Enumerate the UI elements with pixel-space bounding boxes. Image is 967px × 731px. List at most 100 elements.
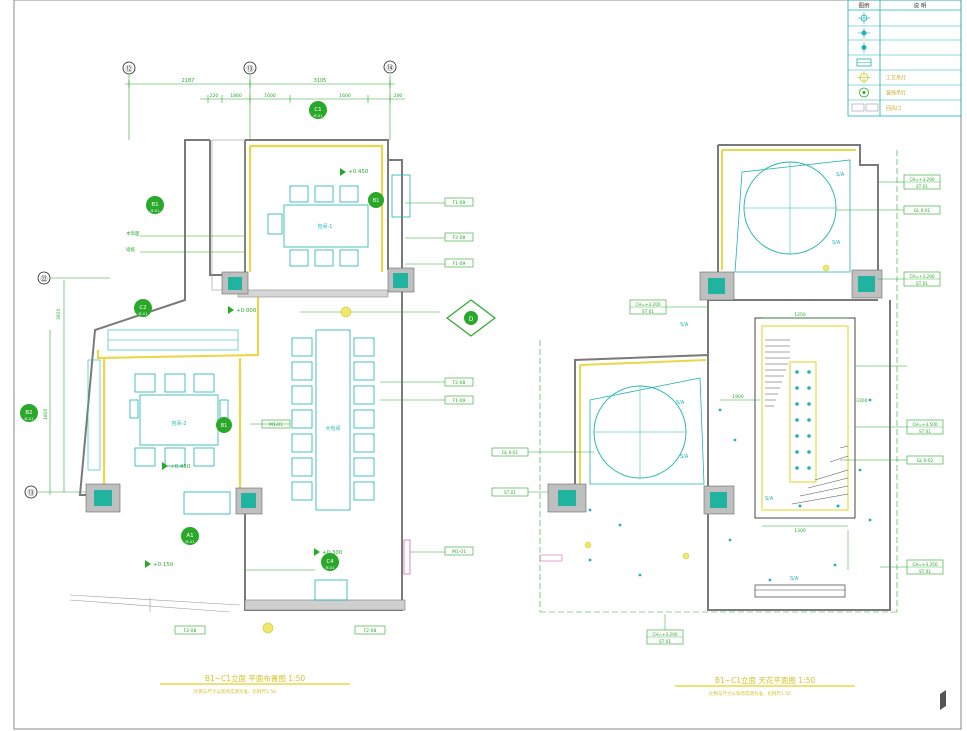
ceiling-vent-1 bbox=[584, 541, 592, 549]
svg-text:CH=+3.200: CH=+3.200 bbox=[909, 274, 934, 279]
ceiling-height-tag-3: CH=+3.200 ST 01 bbox=[629, 299, 667, 315]
sa-label-4: S/A bbox=[676, 400, 685, 406]
svg-text:IE-01: IE-01 bbox=[139, 312, 148, 316]
ceiling-panel-inner bbox=[761, 325, 849, 511]
ref-box-1: F1-09 bbox=[444, 197, 474, 207]
svg-text:GL 0-01: GL 0-01 bbox=[914, 208, 931, 213]
dim-2187: 2187 bbox=[182, 78, 195, 84]
ceiling-height-tag-6: CH=+3.200 ST 01 bbox=[646, 629, 684, 645]
axis-bubble-12: ⑫ bbox=[122, 61, 136, 140]
ceiling-ref-tag-2: GL 0-02 bbox=[906, 455, 944, 465]
ref-box-3: F1-09 bbox=[444, 258, 474, 268]
ceiling-dim-3: 1300 bbox=[794, 528, 806, 534]
svg-text:+0.000: +0.000 bbox=[236, 308, 257, 314]
vent-symbol-left bbox=[262, 622, 274, 634]
external-steps bbox=[69, 594, 241, 613]
sa-label-3: S/A bbox=[680, 322, 689, 328]
ref-box-8: F2-08 bbox=[354, 625, 386, 635]
svg-text:F1-09: F1-09 bbox=[453, 398, 466, 404]
dim-1860: 1860 bbox=[230, 93, 242, 99]
vent-icon bbox=[851, 103, 879, 112]
wall-band-upper bbox=[211, 139, 246, 291]
svg-text:CH=+3.350: CH=+3.350 bbox=[912, 562, 937, 567]
room-3-label: 大包间 bbox=[325, 425, 340, 432]
svg-text:⑬: ⑬ bbox=[28, 489, 35, 497]
dim-200: 200 bbox=[394, 93, 403, 99]
view-tag-c1: C1 IE-01 bbox=[309, 101, 327, 119]
svg-text:C4: C4 bbox=[326, 559, 334, 565]
svg-text:B1: B1 bbox=[221, 423, 228, 429]
view-tag-a1: A1 IE-01 bbox=[181, 527, 199, 545]
top-dimension-chain bbox=[125, 80, 405, 103]
sa-label-2: S/A bbox=[832, 240, 841, 246]
svg-text:B2: B2 bbox=[25, 410, 32, 416]
dim-3105: 3105 bbox=[314, 78, 327, 84]
spot-light-icon bbox=[858, 28, 870, 38]
right-ceiling-plan: S/A S/A S/A S/A S/A S/A S/A 1250 1900 13… bbox=[491, 144, 944, 697]
elevation-marker-4: +0.150 bbox=[145, 560, 174, 568]
svg-text:IE-01: IE-01 bbox=[314, 114, 323, 118]
sa-label-5: S/A bbox=[680, 454, 689, 460]
svg-text:+0.450: +0.450 bbox=[348, 169, 369, 175]
decor-light-icon bbox=[859, 87, 869, 98]
ref-box-7: F2-08 bbox=[174, 625, 206, 635]
note-wood: 木饰面 bbox=[126, 230, 140, 237]
lower-cabinet bbox=[183, 491, 231, 515]
elevation-marker-2: +0.000 bbox=[228, 306, 257, 314]
svg-text:ST 01: ST 01 bbox=[916, 281, 928, 286]
svg-text:㉒: ㉒ bbox=[41, 275, 48, 283]
ceiling-ref-tag-4: ST 01 bbox=[491, 487, 529, 497]
ceiling-hatch bbox=[765, 339, 849, 505]
axis-bubble-left-bottom: ⑬ bbox=[24, 485, 95, 499]
sa-label-6: S/A bbox=[765, 496, 774, 502]
corridor-seating bbox=[87, 329, 239, 471]
svg-text:F1-09: F1-09 bbox=[453, 261, 466, 267]
entry-mat bbox=[314, 579, 348, 601]
ref-box-5: F1-09 bbox=[444, 395, 474, 405]
dim-220: 220 bbox=[210, 93, 219, 99]
dining-table-1 bbox=[267, 185, 369, 267]
sa-label-1: S/A bbox=[836, 172, 845, 178]
svg-text:F2-08: F2-08 bbox=[453, 380, 466, 386]
svg-text:+0.300: +0.300 bbox=[322, 550, 343, 556]
svg-text:ST 01: ST 01 bbox=[642, 309, 654, 314]
ceiling-dim-4: 3300 bbox=[856, 398, 868, 404]
legend-row-6-text: 装饰吊灯 bbox=[886, 90, 906, 97]
svg-text:F2-08: F2-08 bbox=[364, 628, 377, 634]
svg-text:IE-01: IE-01 bbox=[326, 566, 335, 570]
svg-text:GL 0-02: GL 0-02 bbox=[917, 458, 934, 463]
svg-text:ST 01: ST 01 bbox=[504, 490, 516, 495]
left-plan-title: B1~C1立面 平面布置图 1:50 bbox=[205, 673, 306, 683]
view-tag-c4: C4 IE-01 bbox=[321, 553, 339, 571]
chandelier-icon bbox=[857, 71, 871, 84]
legend-header-icon: 图例 bbox=[858, 2, 870, 10]
svg-text:CH=+3.200: CH=+3.200 bbox=[652, 632, 677, 637]
elevation-marker-3: +0.450 bbox=[162, 462, 191, 470]
svg-text:⑬: ⑬ bbox=[247, 65, 254, 73]
leaders bbox=[140, 202, 445, 571]
svg-text:IE-01: IE-01 bbox=[25, 417, 34, 421]
ceiling-height-tag-1: CH=+3.200 ST 01 bbox=[903, 174, 941, 190]
corridor-band bbox=[237, 289, 389, 298]
left-dimension bbox=[49, 280, 65, 495]
svg-text:CH=+3.200: CH=+3.200 bbox=[635, 302, 660, 307]
left-plan-subtitle: 比例与尺寸以现场实测为准，比例尺1:50 bbox=[194, 688, 276, 695]
down-light-icon bbox=[861, 42, 867, 53]
ceiling-panel-long bbox=[754, 317, 856, 519]
dining-table-3 bbox=[291, 329, 375, 511]
ceiling-height-tag-2: CH=+3.200 ST 01 bbox=[903, 271, 941, 287]
view-tag-diamond: D bbox=[446, 299, 496, 337]
dim-1600a: 1600 bbox=[264, 93, 276, 99]
dashed-boundaries bbox=[539, 150, 900, 613]
legend-row-5-text: 工艺吊灯 bbox=[886, 75, 906, 82]
ceiling-panel-upper bbox=[734, 159, 851, 273]
svg-text:C2: C2 bbox=[139, 305, 146, 311]
north-arrow-icon bbox=[940, 690, 946, 710]
svg-text:⑫: ⑫ bbox=[126, 65, 133, 73]
svg-text:+0.450: +0.450 bbox=[170, 464, 191, 470]
vent-symbol-mid bbox=[340, 306, 352, 318]
view-tag-b1-mid: B1 bbox=[216, 417, 232, 433]
sideboard bbox=[391, 174, 411, 218]
svg-text:ST 01: ST 01 bbox=[919, 429, 931, 434]
